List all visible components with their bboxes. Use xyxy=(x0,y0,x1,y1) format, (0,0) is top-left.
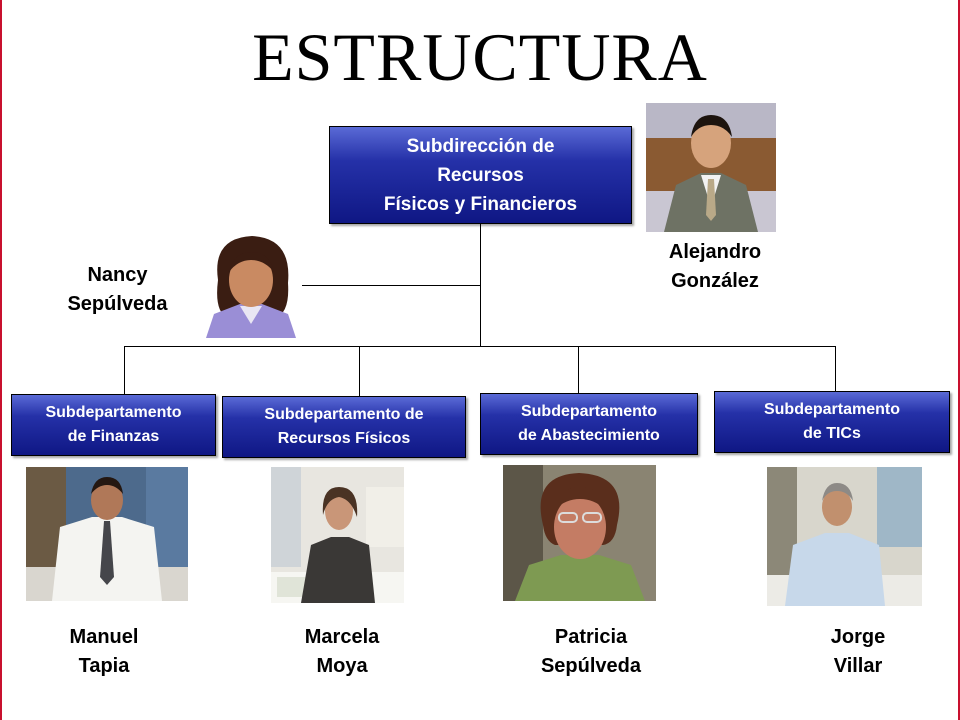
slide-left-edge xyxy=(0,0,2,720)
subunit-person-name: Jorge Villar xyxy=(830,626,886,677)
subunit-box-abastecimiento: Subdepartamento de Abastecimiento xyxy=(480,393,698,455)
patricia-sepulveda-photo xyxy=(503,465,656,601)
director-name: Alejandro González xyxy=(668,241,762,292)
connector-drop-2 xyxy=(359,346,360,396)
top-unit-box: Subdirección de Recursos Físicos y Finan… xyxy=(329,126,632,224)
manuel-tapia-photo xyxy=(26,467,188,601)
subunit-person-name: Patricia Sepúlveda xyxy=(540,626,642,677)
subunit-box-recursos-fisicos: Subdepartamento de Recursos Físicos xyxy=(222,396,466,458)
marcela-moya-photo xyxy=(271,467,404,603)
subunit-box-finanzas: Subdepartamento de Finanzas xyxy=(11,394,216,456)
connector-horizontal xyxy=(124,346,836,347)
subunit-box-tics: Subdepartamento de TICs xyxy=(714,391,950,453)
connector-drop-3 xyxy=(578,346,579,393)
slide-right-edge xyxy=(958,0,960,720)
slide-title: ESTRUCTURA xyxy=(252,19,708,95)
director-photo xyxy=(646,103,776,232)
subunit-label: Subdepartamento de Abastecimiento xyxy=(518,403,660,444)
connector-drop-1 xyxy=(124,346,125,394)
connector-drop-4 xyxy=(835,346,836,391)
assistant-name: Nancy Sepúlveda xyxy=(67,264,168,315)
subunit-label: Subdepartamento de Recursos Físicos xyxy=(264,406,424,447)
subunit-person-name: Marcela Moya xyxy=(304,626,380,677)
jorge-villar-photo xyxy=(767,467,922,606)
connector-assistant xyxy=(302,285,481,286)
subunit-label: Subdepartamento de Finanzas xyxy=(45,404,182,445)
subunit-label: Subdepartamento de TICs xyxy=(763,401,900,442)
assistant-photo xyxy=(200,228,302,338)
top-unit-label: Subdirección de Recursos Físicos y Finan… xyxy=(383,135,578,215)
subunit-person-name: Manuel Tapia xyxy=(69,626,139,677)
